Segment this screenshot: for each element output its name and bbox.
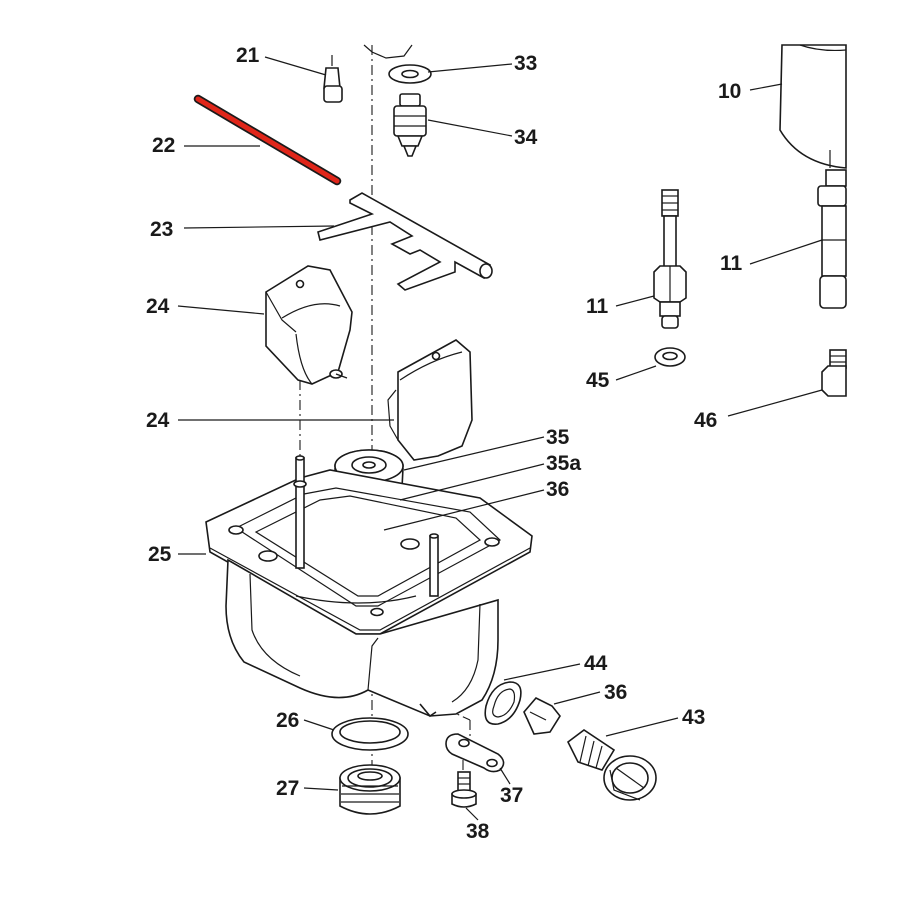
label-35: 35 (546, 426, 570, 449)
label-11-center: 11 (586, 295, 609, 318)
part-27-drain-plug (339, 764, 401, 815)
part-45-washer (654, 347, 686, 367)
label-24-upper: 24 (146, 295, 170, 318)
label-38: 38 (466, 820, 490, 843)
label-10: 10 (718, 80, 741, 103)
part-11-needle-jet (653, 189, 687, 329)
label-25: 25 (148, 543, 172, 566)
label-22: 22 (152, 134, 175, 157)
part-37-clamp-plate (445, 733, 505, 773)
label-11-right: 11 (720, 252, 743, 275)
part-21-jet (323, 55, 343, 103)
part-46-plug-bolt (821, 349, 847, 397)
label-35a: 35a (546, 452, 581, 475)
label-43: 43 (682, 706, 705, 729)
label-34: 34 (514, 126, 538, 149)
label-37: 37 (500, 784, 523, 807)
part-24-float-upper (265, 265, 353, 385)
part-34-needle-valve (393, 93, 427, 157)
label-24-lower: 24 (146, 409, 170, 432)
part-25-float-bowl (205, 455, 533, 718)
label-46: 46 (694, 409, 717, 432)
label-45: 45 (586, 369, 610, 392)
label-23: 23 (150, 218, 173, 241)
part-36-pilot-jet (523, 697, 561, 735)
part-43-adjust-screw (566, 729, 657, 801)
callout-labels: 21 33 34 22 23 24 24 25 35 35a 36 26 27 … (146, 44, 743, 843)
label-26: 26 (276, 709, 299, 732)
label-36-right: 36 (604, 681, 627, 704)
part-38-screw (451, 771, 477, 808)
label-27: 27 (276, 777, 299, 800)
label-33: 33 (514, 52, 537, 75)
leader-lines (177, 56, 823, 821)
part-44-gasket (484, 681, 522, 725)
part-10-chamber (779, 44, 847, 169)
part-23-float-arm (317, 192, 493, 291)
carb-body-top-edge (363, 44, 413, 59)
label-44: 44 (584, 652, 608, 675)
part-11-needle-jet-right (817, 169, 847, 309)
part-33-washer (388, 64, 432, 84)
label-36-center: 36 (546, 478, 569, 501)
part-26-o-ring (331, 717, 409, 751)
part-24-float-lower (387, 339, 473, 461)
label-21: 21 (236, 44, 260, 67)
part-22-float-pin (193, 94, 342, 186)
